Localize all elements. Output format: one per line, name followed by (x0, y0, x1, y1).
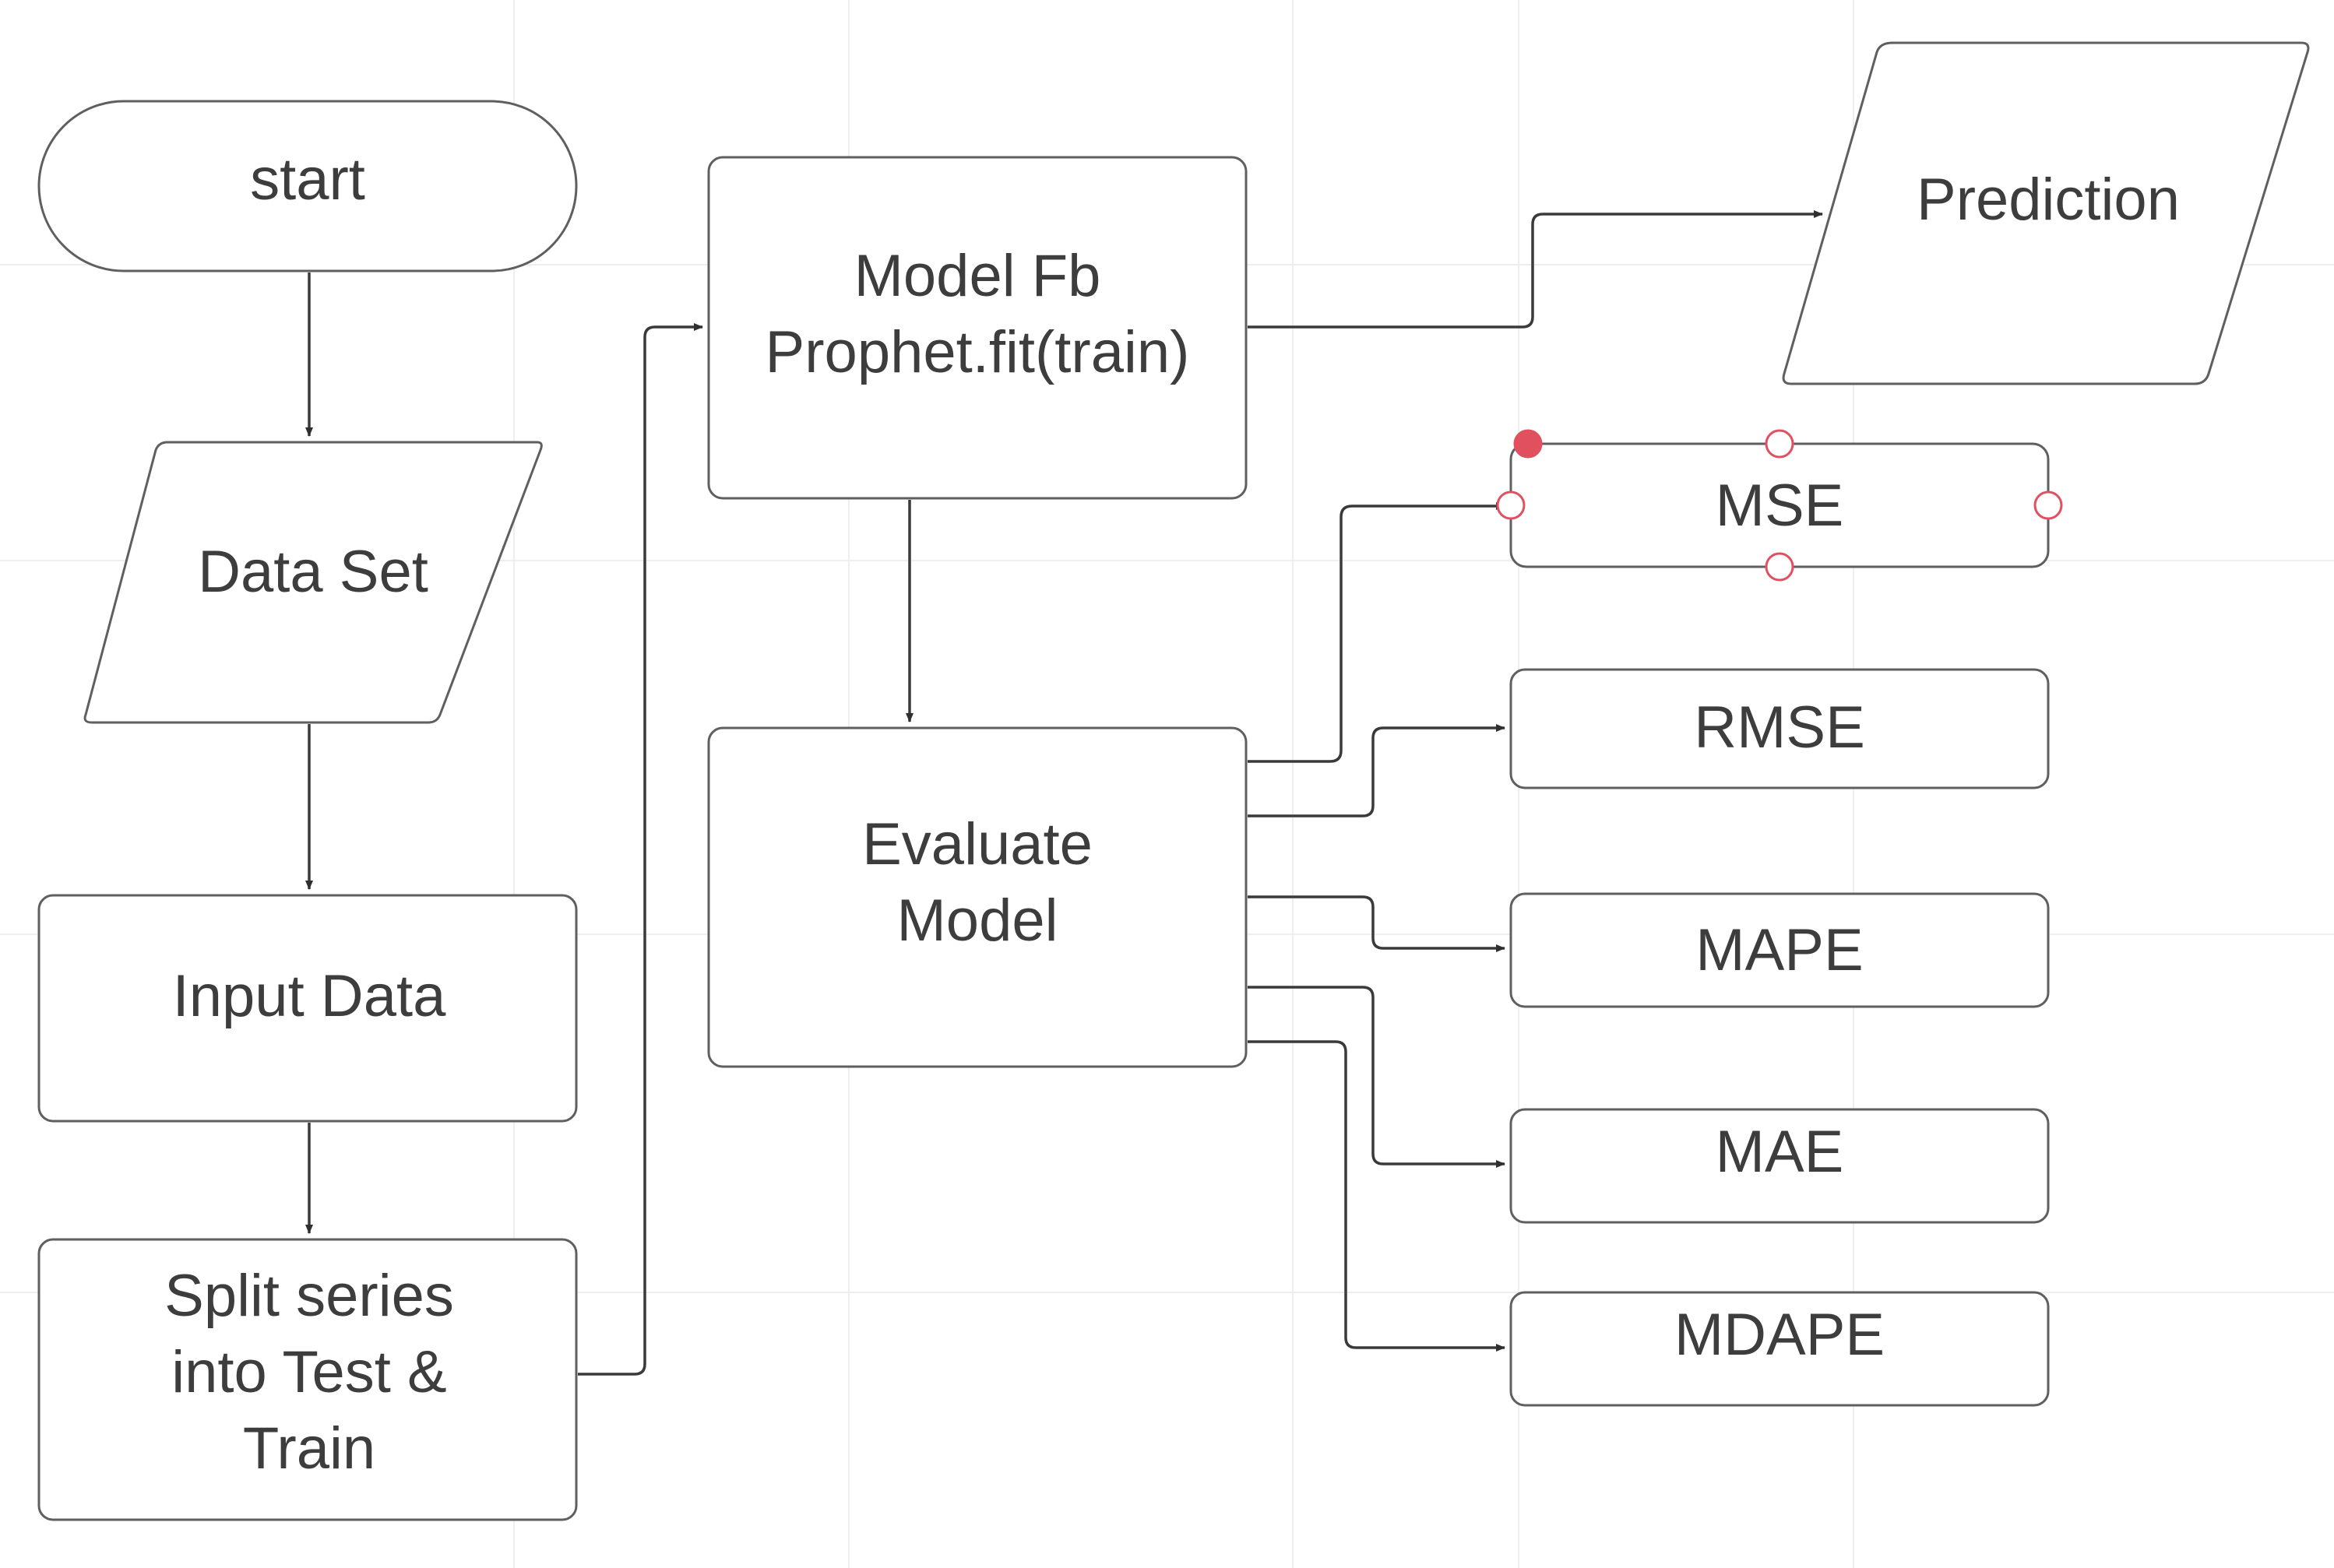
split-node[interactable]: Split series into Test & Train (37, 1238, 578, 1521)
connector-model-to-prediction[interactable] (1248, 210, 1823, 329)
model-node[interactable]: Model Fb Prophet.fit(train) (707, 156, 1248, 500)
model-label-line-2: Prophet.fit(train) (766, 319, 1190, 385)
model-label-line-1: Model Fb (854, 243, 1101, 309)
input-data-node[interactable]: Input Data (37, 894, 578, 1123)
mape-node[interactable]: MAPE (1509, 892, 2050, 1008)
selection-handle-bottom[interactable] (1765, 552, 1794, 582)
rmse-label: RMSE (1694, 694, 1865, 761)
connector-evaluate-to-mdape[interactable] (1248, 1040, 1505, 1352)
prediction-node[interactable]: Prediction (1782, 41, 2310, 385)
selection-handle-top[interactable] (1765, 429, 1794, 459)
split-label-line-2: into Test & (171, 1339, 446, 1405)
split-label-line-3: Train (243, 1415, 375, 1482)
connector-evaluate-to-mape[interactable] (1248, 895, 1505, 952)
selection-handle-left[interactable] (1496, 490, 1526, 520)
evaluate-label-line-2: Model (897, 888, 1058, 954)
mdape-label: MDAPE (1674, 1302, 1885, 1368)
selection-handle-active[interactable] (1513, 429, 1543, 459)
mse-node[interactable]: MSE (1509, 442, 2050, 568)
mdape-node[interactable]: MDAPE (1509, 1291, 2050, 1407)
mae-label: MAE (1716, 1119, 1844, 1185)
mse-selection-handles[interactable] (1496, 429, 2063, 582)
start-node[interactable]: start (37, 100, 578, 272)
selection-handle-right[interactable] (2033, 490, 2063, 520)
dataset-node[interactable]: Data Set (83, 441, 543, 724)
connector-evaluate-to-rmse[interactable] (1248, 724, 1505, 817)
connector-split-to-model[interactable] (578, 323, 703, 1376)
input-data-label: Input Data (173, 963, 446, 1029)
mae-node[interactable]: MAE (1509, 1108, 2050, 1224)
connector-evaluate-to-mae[interactable] (1248, 986, 1505, 1168)
dataset-label: Data Set (198, 539, 428, 605)
mse-label: MSE (1716, 473, 1844, 539)
evaluate-node[interactable]: Evaluate Model (707, 726, 1248, 1068)
rmse-node[interactable]: RMSE (1509, 668, 2050, 789)
connector-evaluate-to-mse[interactable] (1248, 502, 1505, 763)
split-label-line-1: Split series (164, 1263, 454, 1329)
evaluate-label-line-1: Evaluate (862, 811, 1093, 877)
start-label: start (250, 146, 365, 213)
mape-label: MAPE (1695, 917, 1863, 983)
prediction-label: Prediction (1917, 167, 2180, 233)
